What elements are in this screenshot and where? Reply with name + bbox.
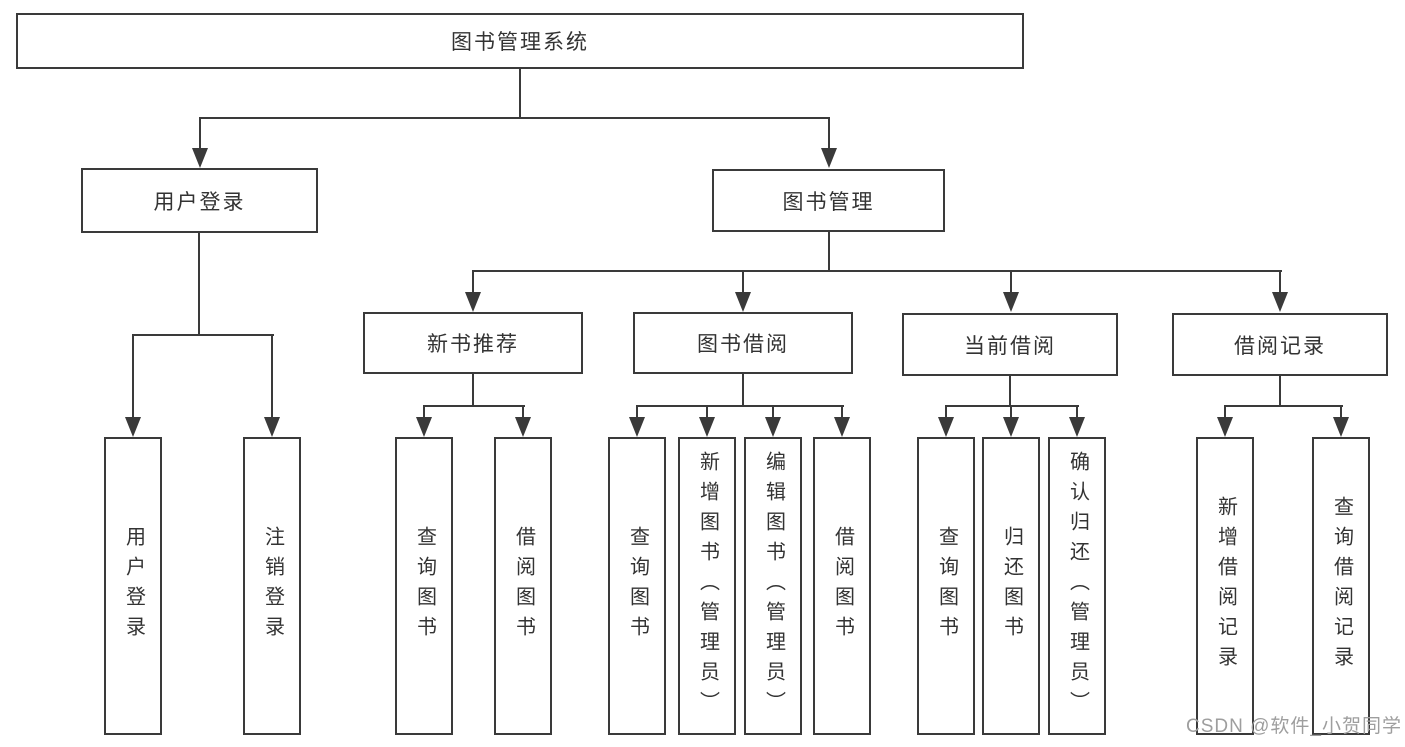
leaf-borrow-books-recommend-label: 借阅图书 bbox=[512, 526, 535, 646]
connector-root-left-stem bbox=[198, 117, 202, 150]
connector-stem bbox=[131, 334, 135, 418]
leaf-confirm-return-admin-label: 确认归还（管理员） bbox=[1066, 451, 1089, 721]
connector-book-mgmt-vline bbox=[827, 232, 831, 271]
leaf-return-books: 归还图书 bbox=[982, 437, 1040, 735]
connector-stem bbox=[471, 270, 475, 293]
connector-current-vline bbox=[1008, 375, 1012, 407]
node-book-borrowing-label: 图书借阅 bbox=[697, 333, 789, 356]
connector-stem bbox=[422, 405, 426, 419]
leaf-borrow-books-borrowing-label: 借阅图书 bbox=[831, 526, 854, 646]
connector-stem bbox=[944, 405, 948, 419]
node-root-label: 图书管理系统 bbox=[451, 31, 589, 54]
node-user-login: 用户登录 bbox=[81, 168, 318, 233]
arrow-down-icon bbox=[1272, 292, 1288, 312]
connector-stem bbox=[705, 405, 709, 419]
connector-stem bbox=[1075, 405, 1079, 419]
leaf-query-books-recommend: 查询图书 bbox=[395, 437, 453, 735]
node-root: 图书管理系统 bbox=[16, 13, 1024, 69]
leaf-user-login-label: 用户登录 bbox=[122, 526, 145, 646]
leaf-query-borrow-record-label: 查询借阅记录 bbox=[1330, 496, 1353, 676]
arrow-down-icon bbox=[125, 417, 141, 437]
connector-records-vline bbox=[1278, 375, 1282, 407]
node-new-book-recommend-label: 新书推荐 bbox=[427, 333, 519, 356]
connector-root-vline bbox=[518, 69, 522, 117]
leaf-add-borrow-record: 新增借阅记录 bbox=[1196, 437, 1254, 735]
connector-stem bbox=[1009, 270, 1013, 293]
connector-stem bbox=[270, 334, 274, 418]
node-user-login-label: 用户登录 bbox=[153, 190, 246, 214]
arrow-down-icon bbox=[416, 417, 432, 437]
leaf-edit-book-admin: 编辑图书（管理员） bbox=[744, 437, 802, 735]
connector-records-hline bbox=[1223, 404, 1343, 407]
node-book-management-label: 图书管理 bbox=[782, 190, 875, 214]
node-book-borrowing: 图书借阅 bbox=[633, 312, 853, 374]
connector-stem bbox=[1223, 405, 1227, 419]
connector-user-login-vline bbox=[197, 232, 201, 336]
leaf-confirm-return-admin: 确认归还（管理员） bbox=[1048, 437, 1106, 735]
node-current-borrowing: 当前借阅 bbox=[902, 313, 1118, 376]
arrow-down-icon bbox=[192, 148, 208, 168]
connector-stem bbox=[840, 405, 844, 419]
leaf-query-books-current-label: 查询图书 bbox=[935, 526, 958, 646]
node-new-book-recommend: 新书推荐 bbox=[363, 312, 583, 374]
leaf-query-books-current: 查询图书 bbox=[917, 437, 975, 735]
arrow-down-icon bbox=[1003, 292, 1019, 312]
leaf-borrow-books-borrowing: 借阅图书 bbox=[813, 437, 871, 735]
connector-book-mgmt-hline bbox=[471, 269, 1282, 272]
leaf-query-books-recommend-label: 查询图书 bbox=[413, 526, 436, 646]
connector-user-login-hline bbox=[131, 333, 274, 336]
leaf-query-books-borrowing-label: 查询图书 bbox=[626, 526, 649, 646]
leaf-logout-login-label: 注销登录 bbox=[261, 526, 284, 646]
connector-root-right-stem bbox=[827, 117, 831, 150]
connector-borrowing-vline bbox=[741, 373, 745, 407]
leaf-add-book-admin-label: 新增图书（管理员） bbox=[696, 451, 719, 721]
connector-root-hline bbox=[198, 116, 830, 119]
leaf-query-books-borrowing: 查询图书 bbox=[608, 437, 666, 735]
node-borrowing-records: 借阅记录 bbox=[1172, 313, 1388, 376]
csdn-watermark: CSDN @软件_小贺同学 bbox=[1186, 716, 1402, 737]
arrow-down-icon bbox=[264, 417, 280, 437]
connector-recommend-hline bbox=[422, 404, 525, 407]
arrow-down-icon bbox=[1003, 417, 1019, 437]
connector-stem bbox=[741, 270, 745, 293]
leaf-add-borrow-record-label: 新增借阅记录 bbox=[1214, 496, 1237, 676]
connector-recommend-vline bbox=[471, 373, 475, 407]
connector-stem bbox=[635, 405, 639, 419]
connector-stem bbox=[521, 405, 525, 419]
leaf-logout-login: 注销登录 bbox=[243, 437, 301, 735]
connector-stem bbox=[771, 405, 775, 419]
arrow-down-icon bbox=[1217, 417, 1233, 437]
node-borrowing-records-label: 借阅记录 bbox=[1234, 334, 1326, 358]
leaf-query-borrow-record: 查询借阅记录 bbox=[1312, 437, 1370, 735]
leaf-edit-book-admin-label: 编辑图书（管理员） bbox=[762, 451, 785, 721]
leaf-return-books-label: 归还图书 bbox=[1000, 526, 1023, 646]
connector-stem bbox=[1009, 405, 1013, 419]
connector-stem bbox=[1339, 405, 1343, 419]
arrow-down-icon bbox=[821, 148, 837, 168]
leaf-borrow-books-recommend: 借阅图书 bbox=[494, 437, 552, 735]
connector-borrowing-hline bbox=[635, 404, 844, 407]
arrow-down-icon bbox=[1069, 417, 1085, 437]
arrow-down-icon bbox=[629, 417, 645, 437]
arrow-down-icon bbox=[1333, 417, 1349, 437]
leaf-user-login: 用户登录 bbox=[104, 437, 162, 735]
arrow-down-icon bbox=[765, 417, 781, 437]
node-current-borrowing-label: 当前借阅 bbox=[964, 334, 1056, 358]
arrow-down-icon bbox=[699, 417, 715, 437]
arrow-down-icon bbox=[938, 417, 954, 437]
arrow-down-icon bbox=[834, 417, 850, 437]
leaf-add-book-admin: 新增图书（管理员） bbox=[678, 437, 736, 735]
arrow-down-icon bbox=[465, 292, 481, 312]
arrow-down-icon bbox=[515, 417, 531, 437]
connector-stem bbox=[1278, 270, 1282, 293]
node-book-management: 图书管理 bbox=[712, 169, 945, 232]
arrow-down-icon bbox=[735, 292, 751, 312]
